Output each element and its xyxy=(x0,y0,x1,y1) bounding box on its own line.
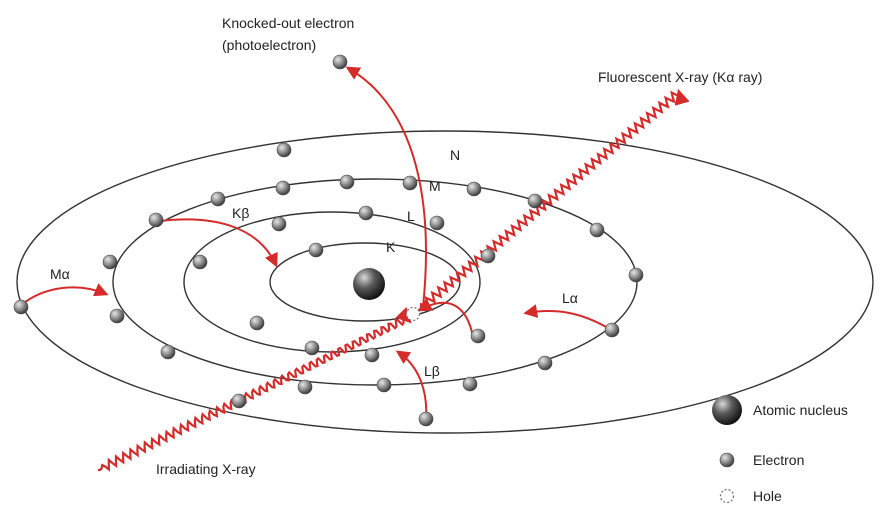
fluorescent-xray-wave xyxy=(417,88,690,312)
electron xyxy=(231,393,247,409)
electrons xyxy=(13,54,644,427)
hole xyxy=(405,306,421,322)
electron xyxy=(297,379,313,395)
electron xyxy=(480,248,496,264)
legend-electron-icon xyxy=(719,452,735,468)
lbeta-arrow xyxy=(395,350,428,420)
electron xyxy=(527,193,543,209)
electron xyxy=(249,315,265,331)
transition-arrows xyxy=(19,66,609,420)
electron xyxy=(466,181,482,197)
lalpha-label: Lα xyxy=(562,290,578,306)
atomic-nucleus xyxy=(353,268,385,300)
electron xyxy=(271,216,287,232)
electron xyxy=(102,254,118,270)
electron xyxy=(364,347,380,363)
malpha-arrow xyxy=(19,283,109,307)
electron xyxy=(429,215,445,231)
electron xyxy=(332,54,348,70)
electron xyxy=(13,299,29,315)
electron xyxy=(604,322,620,338)
legend-nucleus-icon xyxy=(712,395,742,425)
electron xyxy=(537,355,553,371)
electron xyxy=(276,142,292,158)
legend-electron-label: Electron xyxy=(753,452,804,468)
photoelectron-label-line2: (photoelectron) xyxy=(222,37,316,53)
electron xyxy=(358,205,374,221)
kbeta-label: Kβ xyxy=(232,205,249,221)
fluorescent-xray-label: Fluorescent X-ray (Kα ray) xyxy=(598,69,762,85)
electron xyxy=(418,411,434,427)
legend: Atomic nucleus Electron Hole xyxy=(712,395,848,504)
electron xyxy=(109,308,125,324)
electron xyxy=(210,191,226,207)
shell-m-label: M xyxy=(429,178,441,194)
shell-k-label: K xyxy=(386,239,396,255)
legend-nucleus-label: Atomic nucleus xyxy=(753,402,848,418)
electron xyxy=(462,376,478,392)
malpha-label: Mα xyxy=(50,266,70,282)
electron xyxy=(339,174,355,190)
electron xyxy=(304,340,320,356)
labels: Knocked-out electron (photoelectron) Flu… xyxy=(50,15,762,477)
electron xyxy=(148,212,164,228)
shell-n-label: N xyxy=(450,147,460,163)
lbeta-label: Lβ xyxy=(424,363,440,379)
electron xyxy=(376,377,392,393)
electron xyxy=(402,175,418,191)
electron xyxy=(589,222,605,238)
kbeta-arrow xyxy=(159,218,278,268)
electron xyxy=(470,328,486,344)
shell-l-label: L xyxy=(407,208,415,224)
electron xyxy=(628,267,644,283)
irradiating-xray-label: Irradiating X-ray xyxy=(156,461,256,477)
electron xyxy=(160,344,176,360)
legend-hole-label: Hole xyxy=(753,488,782,504)
orbit-l xyxy=(183,211,481,353)
irradiating-xray-wave xyxy=(97,307,412,472)
photoelectron-label-line1: Knocked-out electron xyxy=(222,15,354,31)
orbit-n xyxy=(16,130,874,434)
electron xyxy=(192,254,208,270)
kalpha-arrow xyxy=(417,298,474,338)
electron xyxy=(275,180,291,196)
photoelectron-arrow xyxy=(345,66,427,308)
lalpha-arrow xyxy=(523,304,609,329)
legend-hole-icon xyxy=(719,488,735,504)
electron xyxy=(308,242,324,258)
